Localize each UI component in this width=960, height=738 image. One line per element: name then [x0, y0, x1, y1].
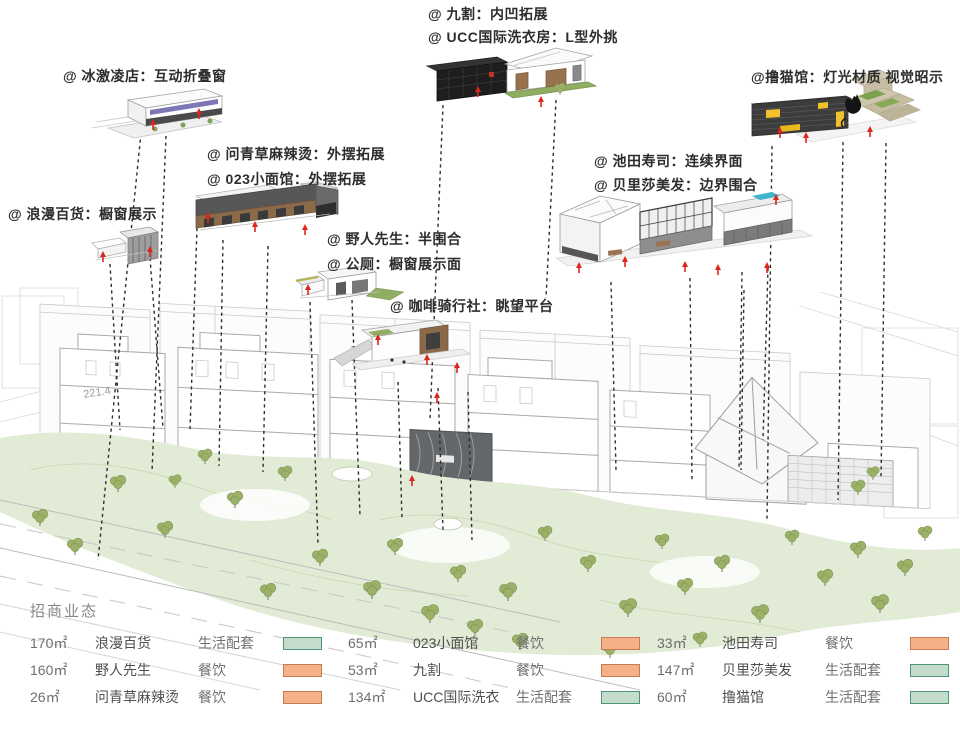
legend-name: 撸猫馆	[722, 689, 764, 705]
legend-area: 170㎡	[30, 635, 68, 651]
legend-color-swatch	[910, 636, 949, 650]
callout-ucc: @ UCC国际洗衣房：L型外挑	[428, 29, 618, 45]
legend-area: 134㎡	[348, 689, 386, 705]
callout-kafei: @ 咖啡骑行社：眺望平台	[390, 298, 554, 314]
legend-area: 160㎡	[30, 662, 68, 678]
building-langman-department	[91, 226, 161, 265]
legend-row: 160㎡ 野人先生 餐饮	[30, 660, 323, 680]
legend-name: 池田寿司	[722, 635, 778, 651]
legend-color-swatch	[601, 663, 640, 677]
legend-name: 九割	[413, 662, 441, 678]
legend-color-swatch	[910, 663, 949, 677]
legend-color-swatch	[601, 636, 640, 650]
hip-roof-house	[694, 376, 819, 505]
cat-silhouette-icon	[840, 94, 862, 128]
legend-name: UCC国际洗衣	[413, 689, 500, 705]
leader-lines	[97, 99, 887, 561]
legend-category: 生活配套	[516, 689, 572, 705]
legend-category: 餐饮	[825, 635, 853, 651]
callout-yeren: @ 野人先生：半围合	[327, 231, 462, 247]
legend-row: 26㎡ 问青草麻辣烫 餐饮	[30, 687, 323, 707]
legend-area: 65㎡	[348, 635, 378, 651]
building-chitian-beilisha	[554, 192, 814, 267]
legend-area: 147㎡	[657, 662, 695, 678]
legend-category: 生活配套	[825, 662, 881, 678]
legend-color-swatch	[283, 663, 322, 677]
callout-langman: @ 浪漫百货：橱窗展示	[8, 206, 158, 222]
legend-color-swatch	[910, 690, 949, 704]
legend-row: 53㎡ 九割 餐饮	[348, 660, 641, 680]
legend-category: 餐饮	[198, 689, 226, 705]
legend-color-swatch	[601, 690, 640, 704]
callout-gongce: @ 公厕：橱窗展示面	[327, 256, 462, 272]
callout-jiuge: @ 九割：内凹拓展	[428, 6, 549, 22]
callout-lumao: @撸猫馆：灯光材质 视觉昭示	[751, 69, 944, 85]
legend-area: 60㎡	[657, 689, 687, 705]
callout-wenqingcao: @ 问青草麻辣烫：外摆拓展	[207, 146, 386, 162]
legend-row: 65㎡ 023小面馆 餐饮	[348, 633, 641, 653]
callout-xiaomianguan: @ 023小面馆：外摆拓展	[207, 171, 367, 187]
landscape	[0, 432, 960, 656]
legend-area: 33㎡	[657, 635, 687, 651]
legend-row: 33㎡ 池田寿司 餐饮	[657, 633, 950, 653]
road	[0, 499, 641, 691]
legend-name: 贝里莎美发	[722, 662, 792, 678]
building-kafei-cycling	[333, 319, 472, 371]
main-complex-wireframe	[39, 302, 931, 510]
legend-area: 26㎡	[30, 689, 60, 705]
legend-name: 023小面馆	[413, 635, 479, 651]
callout-beilisha: @ 贝里莎美发：边界围合	[594, 177, 758, 193]
building-023-wenqingcao	[194, 181, 339, 231]
legend-area: 53㎡	[348, 662, 378, 678]
legend-row: 170㎡ 浪漫百货 生活配套	[30, 633, 323, 653]
elevation-label: 221.4	[83, 385, 112, 401]
legend-category: 生活配套	[198, 635, 254, 651]
legend-category: 生活配套	[825, 689, 881, 705]
legend-color-swatch	[283, 690, 322, 704]
building-gongce-yeren	[295, 265, 405, 301]
legend-category: 餐饮	[516, 662, 544, 678]
legend-name: 野人先生	[95, 662, 151, 678]
building-jiuge-ucc	[425, 47, 598, 102]
legend-row: 134㎡ UCC国际洗衣 生活配套	[348, 687, 641, 707]
legend-color-swatch	[283, 636, 322, 650]
legend-name: 问青草麻辣烫	[95, 689, 179, 705]
callout-chitian: @ 池田寿司：连续界面	[594, 153, 744, 169]
legend-name: 浪漫百货	[95, 635, 151, 651]
legend-title: 招商业态	[30, 603, 99, 620]
legend-row: 60㎡ 撸猫馆 生活配套	[657, 687, 950, 707]
building-ice-cream-shop	[91, 88, 224, 139]
legend-row: 147㎡ 贝里莎美发 生活配套	[657, 660, 950, 680]
legend-category: 餐饮	[516, 635, 544, 651]
building-lumao-cat-cafe	[750, 69, 922, 143]
callout-ice-cream: @ 冰激凌店：互动折叠窗	[63, 68, 227, 84]
legend-category: 餐饮	[198, 662, 226, 678]
